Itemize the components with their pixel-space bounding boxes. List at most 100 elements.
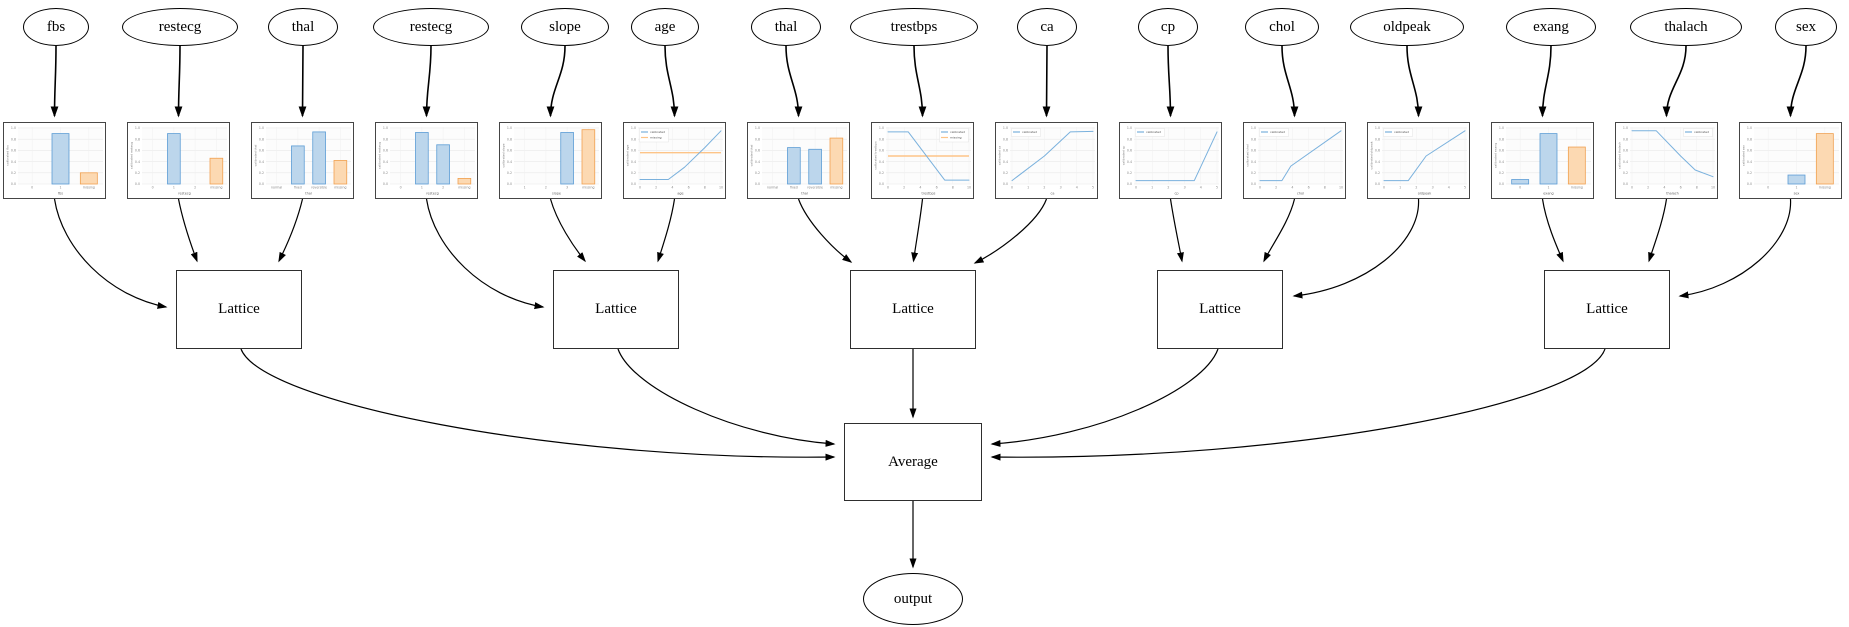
- edge-lattice-to-average-3: [990, 348, 1219, 447]
- y-tick-label: 0.6: [507, 149, 512, 153]
- y-axis-label: calibrated trestbps: [874, 141, 878, 170]
- edge-chart-to-lattice-7: [911, 198, 924, 263]
- x-tick-label: 3: [1184, 186, 1186, 190]
- y-tick-label: 0.2: [507, 171, 512, 175]
- y-tick-label: 0.6: [259, 149, 264, 153]
- y-tick-label: 0.4: [507, 160, 512, 164]
- x-tick-label: 2: [1275, 186, 1277, 190]
- x-tick-label: 2: [655, 186, 657, 190]
- edge-chart-to-lattice-12: [1541, 198, 1564, 263]
- edge-feature-to-chart-0: [50, 45, 59, 118]
- legend-entry-label: missing: [650, 136, 662, 140]
- y-tick-label: 1.0: [135, 126, 140, 130]
- y-axis-label: calibrated chol: [1246, 144, 1250, 166]
- x-tick-label: 8: [952, 186, 954, 190]
- y-axis-label: calibrated cp: [1122, 146, 1126, 166]
- x-axis-label: ca: [1051, 192, 1055, 196]
- edge-feature-to-chart-11: [1406, 45, 1423, 118]
- y-tick-label: 1.0: [507, 126, 512, 130]
- x-axis-label: oldpeak: [1418, 192, 1431, 196]
- x-tick-label: 0: [887, 186, 889, 190]
- feature-label: exang: [1533, 18, 1569, 35]
- y-tick-label: 0.0: [879, 182, 884, 186]
- x-tick-label: 10: [1339, 186, 1343, 190]
- x-tick-label: 2: [1167, 186, 1169, 190]
- x-tick-label: missing: [458, 186, 470, 190]
- y-tick-label: 0.8: [135, 137, 140, 141]
- feature-node-0-fbs: fbs: [23, 8, 89, 46]
- x-tick-label: 2: [545, 186, 547, 190]
- x-tick-label: missing: [582, 186, 594, 190]
- edge-chart-to-lattice-3: [425, 198, 545, 310]
- x-tick-label: 1: [1547, 186, 1549, 190]
- y-tick-label: 0.4: [879, 160, 884, 164]
- edge-feature-to-chart-5: [664, 45, 679, 118]
- feature-node-6-thal: thal: [751, 8, 821, 46]
- y-tick-label: 1.0: [755, 126, 760, 130]
- edge-feature-to-chart-1: [174, 45, 183, 118]
- x-axis-label: age: [677, 192, 683, 196]
- x-tick-label: 0: [1519, 186, 1521, 190]
- y-tick-label: 0.6: [1623, 149, 1628, 153]
- y-tick-label: 0.6: [631, 149, 636, 153]
- y-tick-label: 0.8: [755, 137, 760, 141]
- x-tick-label: 6: [936, 186, 938, 190]
- y-tick-label: 0.2: [1623, 171, 1628, 175]
- legend-entry-label: calibrated: [1694, 130, 1709, 134]
- legend-entry-label: calibrated: [650, 130, 665, 134]
- feature-label: thal: [774, 18, 798, 35]
- x-axis-label: restecg: [426, 192, 439, 196]
- y-tick-label: 0.4: [383, 160, 388, 164]
- edge-feature-to-chart-10: [1281, 45, 1299, 118]
- legend-entry-label: missing: [950, 136, 962, 140]
- lattice-node-3: Lattice: [1157, 270, 1283, 349]
- lattice-label: Lattice: [892, 301, 934, 317]
- feature-node-7-trestbps: trestbps: [850, 8, 978, 46]
- feature-label: trestbps: [890, 18, 938, 35]
- x-tick-label: 0: [400, 186, 402, 190]
- x-tick-label: 0: [639, 186, 641, 190]
- x-tick-label: missing: [83, 186, 95, 190]
- y-tick-label: 0.6: [755, 149, 760, 153]
- feature-node-2-thal: thal: [268, 8, 338, 46]
- x-tick-label: 1: [59, 186, 61, 190]
- y-tick-label: 0.4: [1251, 160, 1256, 164]
- x-tick-label: 10: [1711, 186, 1715, 190]
- feature-label: slope: [549, 18, 581, 35]
- y-tick-label: 0.4: [1499, 160, 1504, 164]
- legend-entry-label: calibrated: [1022, 130, 1037, 134]
- y-tick-label: 0.6: [383, 149, 388, 153]
- y-axis-label: calibrated fbs: [6, 145, 10, 166]
- y-tick-label: 0.6: [1499, 149, 1504, 153]
- y-tick-label: 0.8: [259, 137, 264, 141]
- edge-chart-to-lattice-10: [1263, 198, 1296, 263]
- edge-chart-to-lattice-4: [549, 198, 586, 263]
- legend-entry-label: calibrated: [1270, 130, 1285, 134]
- y-tick-label: 0.8: [1747, 137, 1752, 141]
- feature-label: thal: [291, 18, 315, 35]
- x-axis-label: trestbps: [922, 192, 936, 196]
- edge-chart-to-lattice-2: [278, 198, 304, 263]
- edge-feature-to-chart-13: [1662, 45, 1687, 118]
- y-tick-label: 0.8: [1623, 137, 1628, 141]
- y-tick-label: 1.0: [1499, 126, 1504, 130]
- x-axis-label: exang: [1543, 192, 1553, 196]
- x-tick-label: missing: [334, 186, 346, 190]
- y-tick-label: 0.8: [11, 137, 16, 141]
- y-axis-label: calibrated oldpeak: [1370, 141, 1374, 169]
- x-tick-label: 8: [1324, 186, 1326, 190]
- y-tick-label: 0.0: [631, 182, 636, 186]
- y-tick-label: 0.4: [755, 160, 760, 164]
- x-tick-label: 5: [1464, 186, 1466, 190]
